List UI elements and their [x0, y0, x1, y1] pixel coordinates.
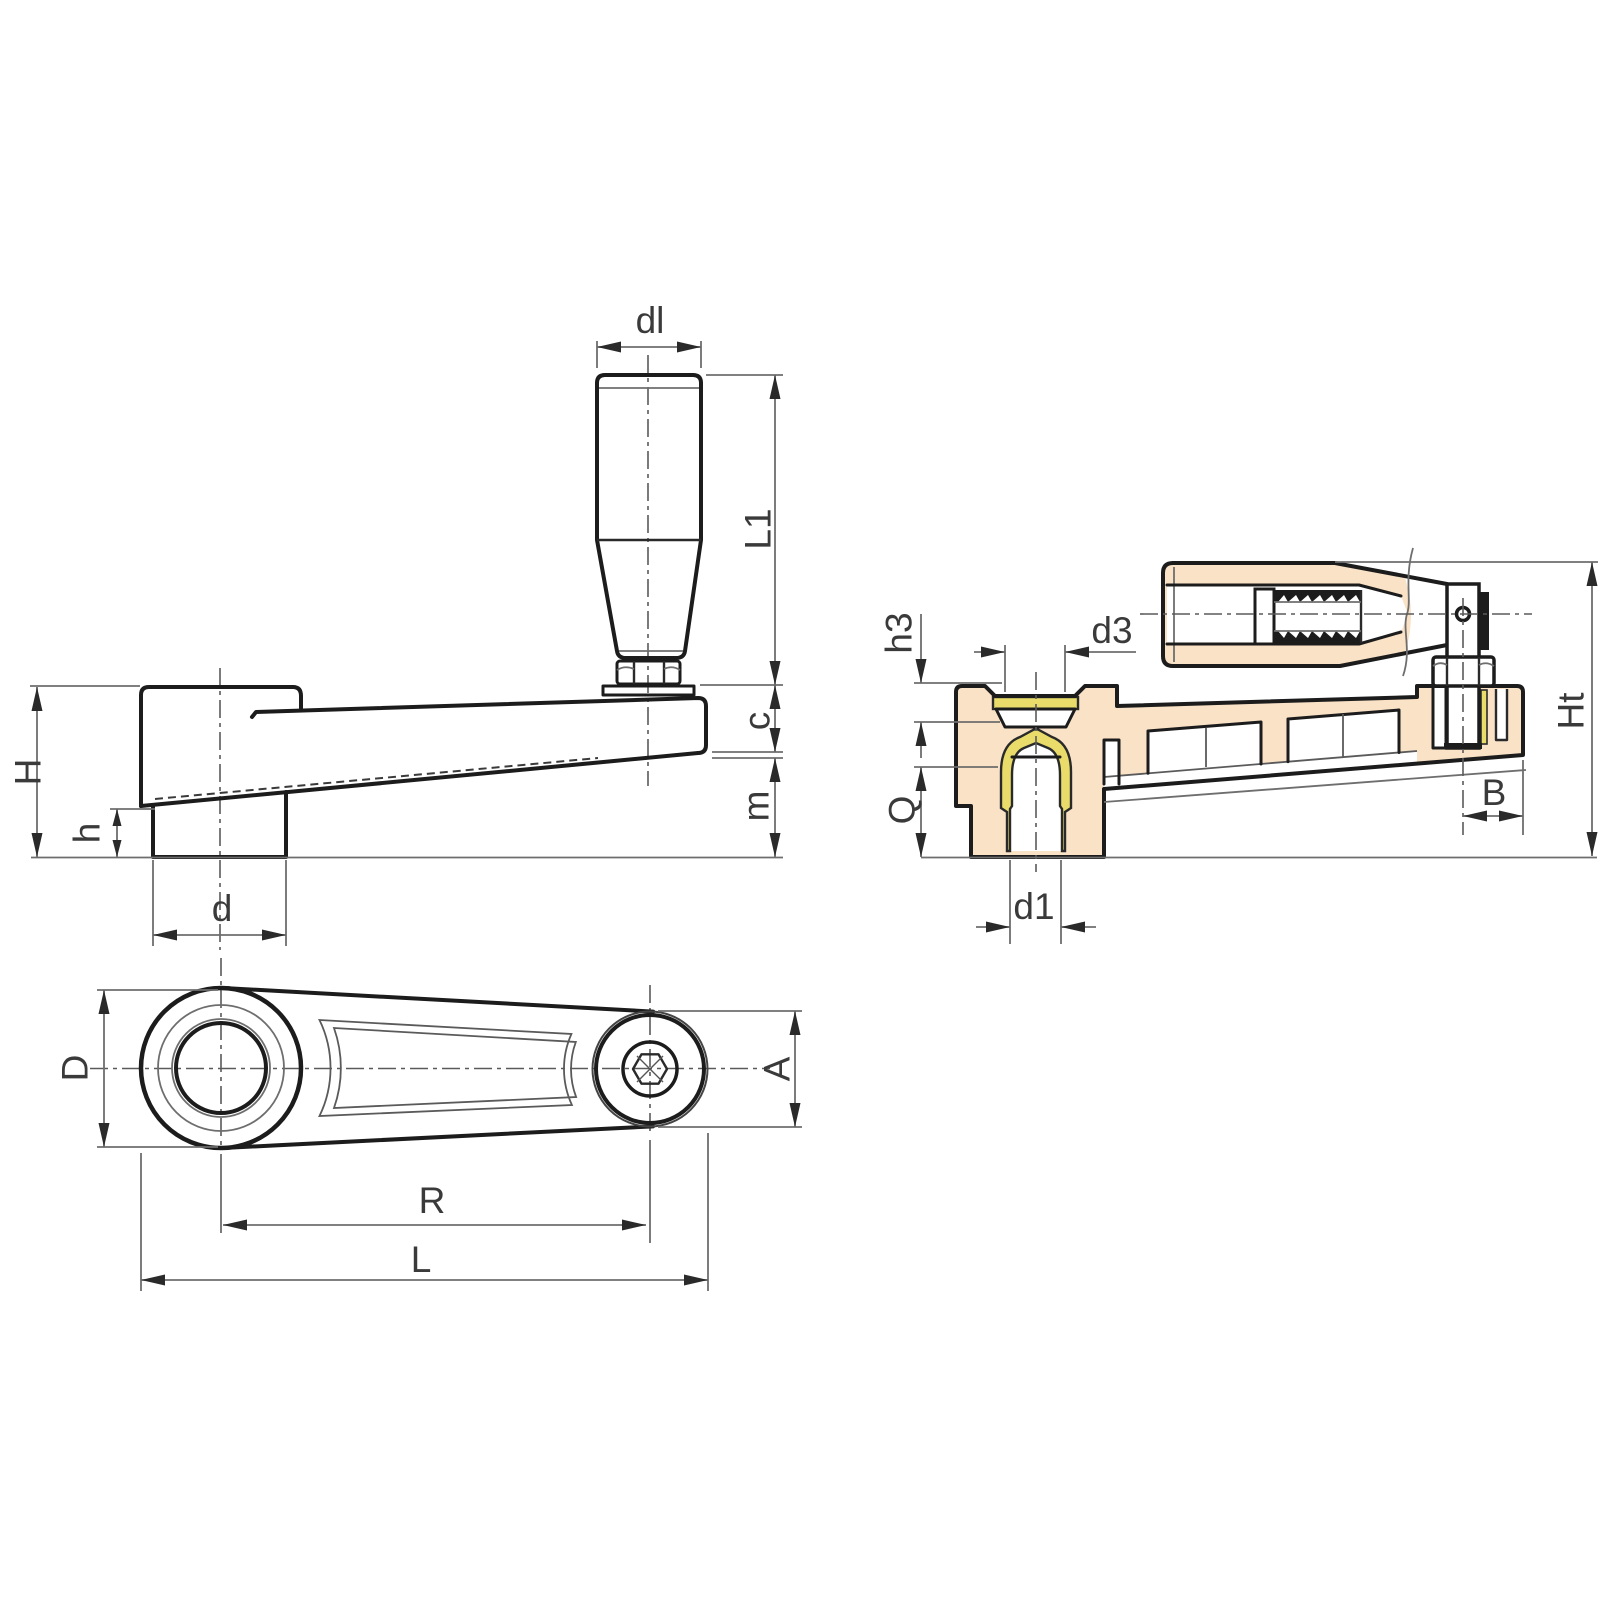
svg-text:L1: L1: [737, 508, 778, 549]
svg-text:h3: h3: [878, 612, 919, 653]
svg-text:m: m: [735, 791, 776, 822]
svg-text:B: B: [1482, 772, 1507, 813]
svg-text:H: H: [7, 759, 48, 786]
svg-text:d3: d3: [1091, 610, 1132, 651]
svg-text:D: D: [54, 1055, 95, 1082]
svg-text:dl: dl: [636, 300, 665, 341]
svg-text:R: R: [419, 1180, 446, 1221]
svg-text:Ht: Ht: [1550, 692, 1591, 730]
svg-text:c: c: [736, 712, 777, 731]
svg-text:d1: d1: [1013, 886, 1054, 927]
svg-text:L: L: [411, 1239, 432, 1280]
svg-text:Q: Q: [881, 796, 922, 825]
svg-text:A: A: [756, 1056, 797, 1081]
svg-text:h: h: [66, 823, 107, 844]
svg-text:d: d: [212, 888, 233, 929]
